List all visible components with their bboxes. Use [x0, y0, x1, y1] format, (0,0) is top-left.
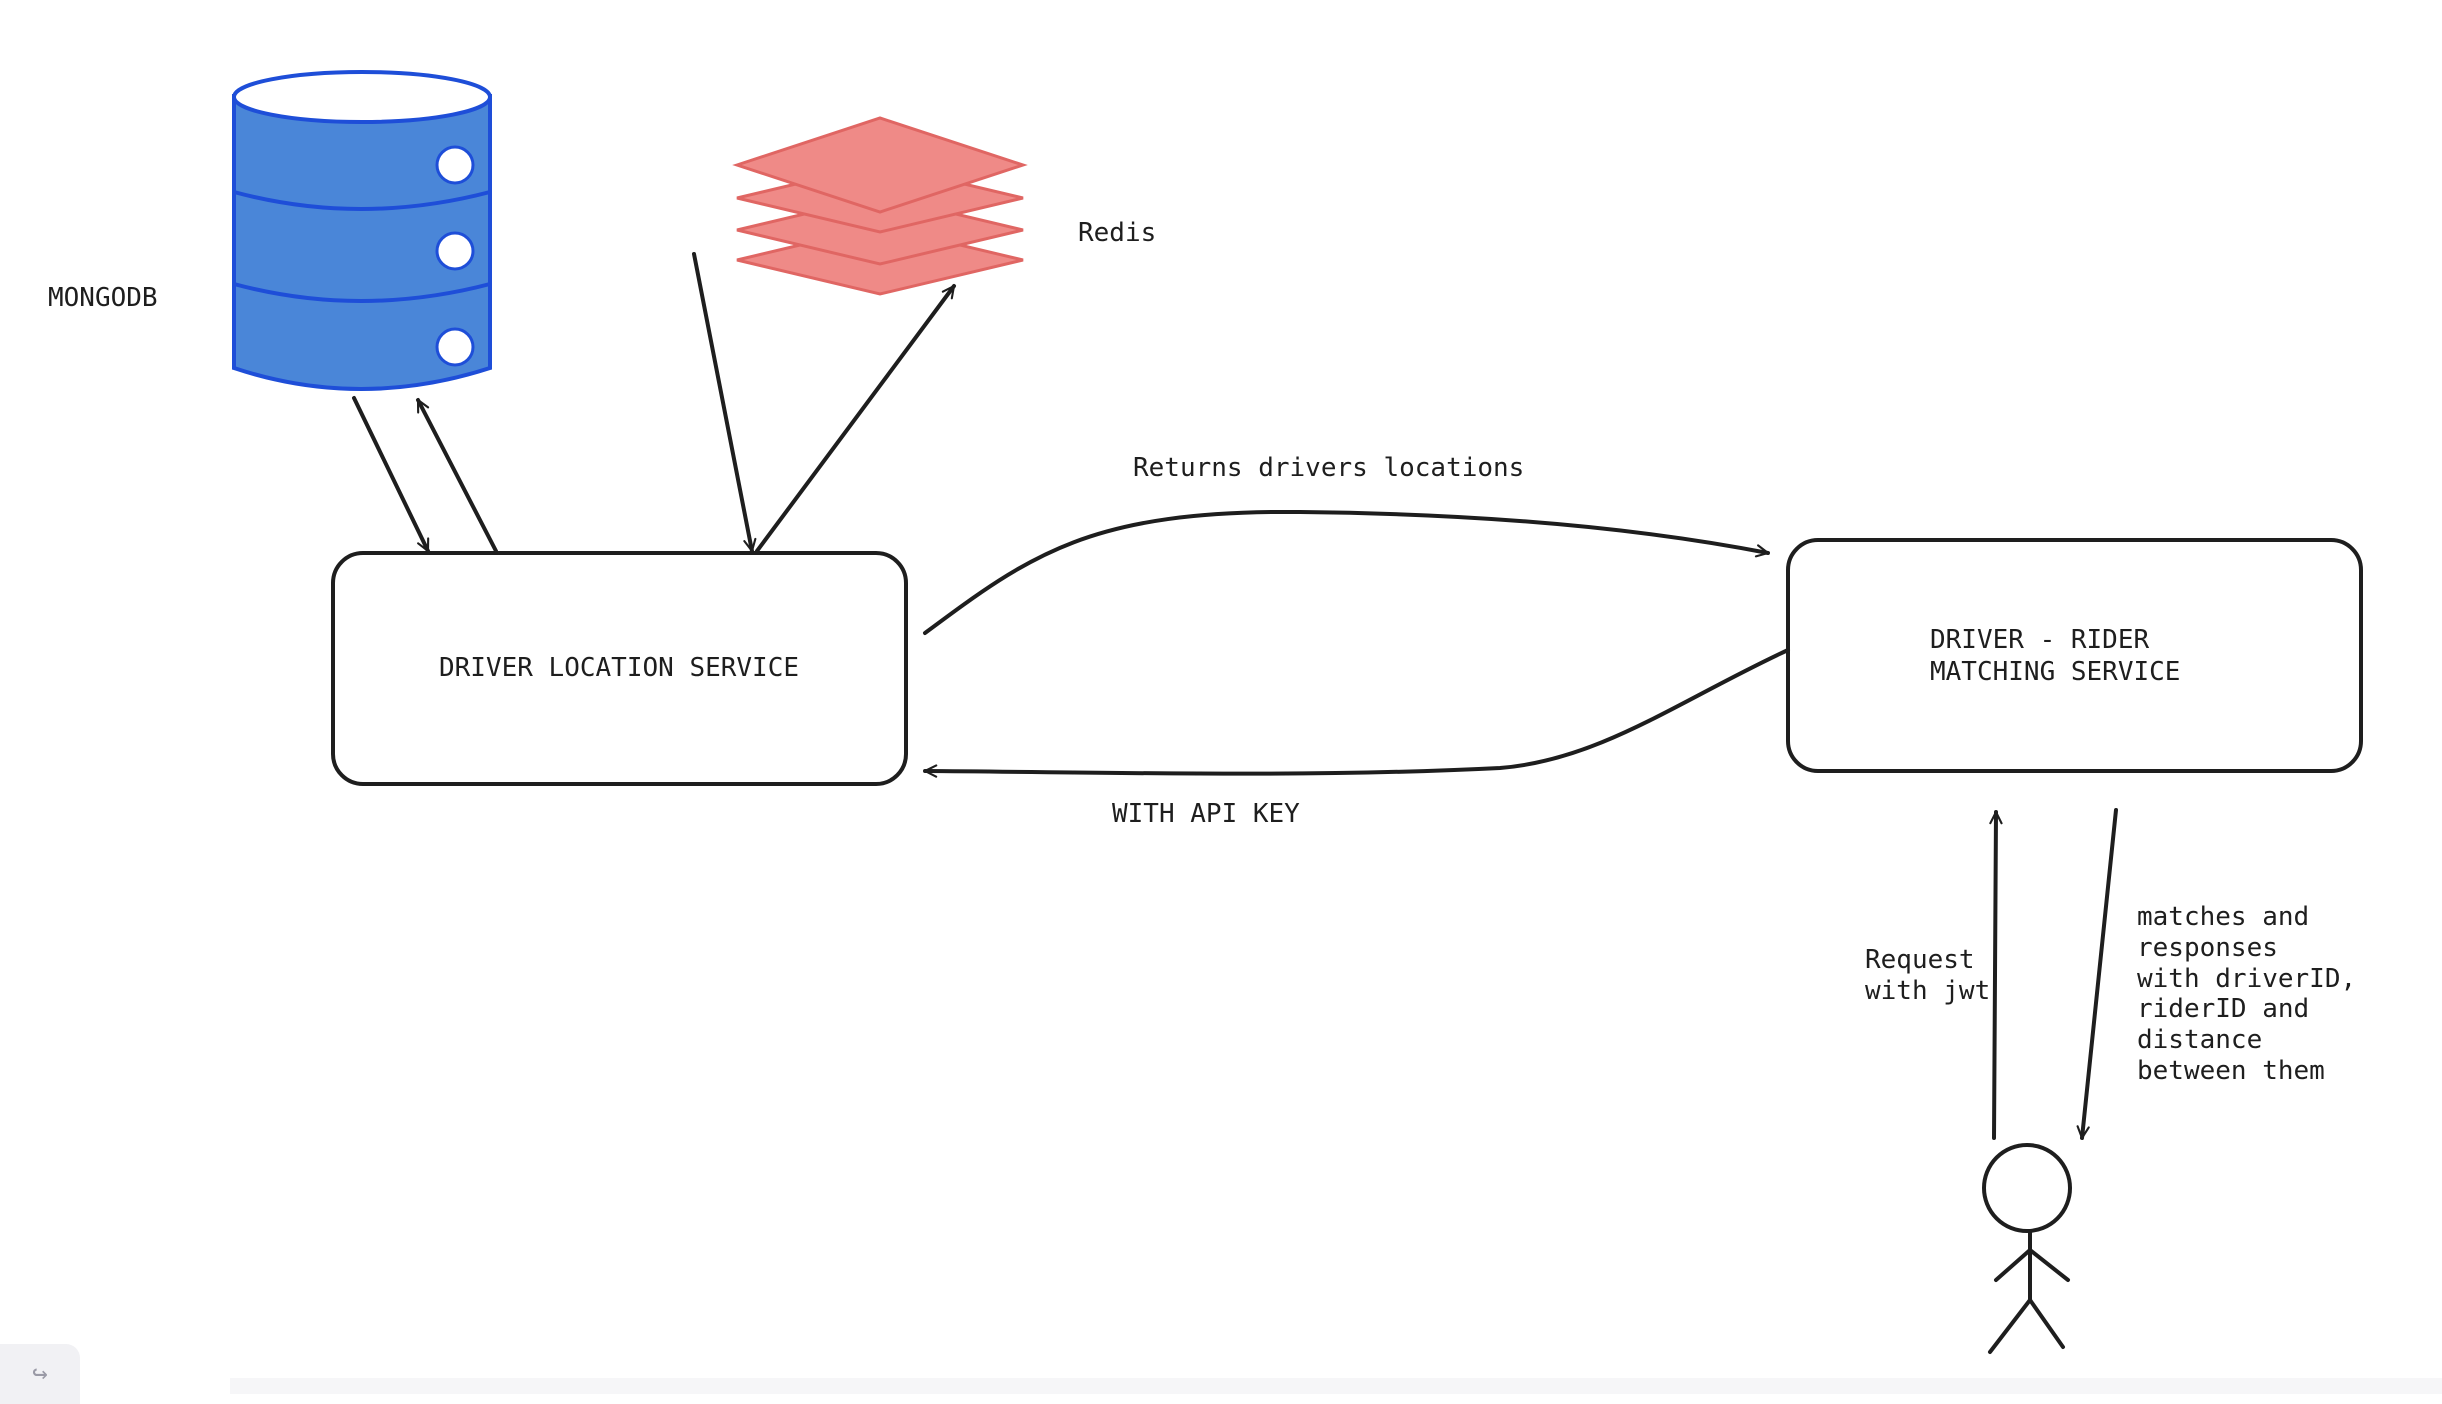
database-icon[interactable] — [232, 70, 492, 391]
service-to-redis-arrow[interactable] — [755, 284, 956, 553]
matching-service-box[interactable]: DRIVER - RIDER MATCHING SERVICE — [1786, 538, 2363, 773]
matches-line: between them — [2137, 1056, 2325, 1086]
stick-figure-icon[interactable] — [1982, 1143, 2072, 1354]
matches-line: with driverID, — [2137, 964, 2356, 994]
matching-service-label-line1: DRIVER - RIDER — [1930, 625, 2149, 655]
redis-label: Redis — [1078, 218, 1156, 248]
api-key-arrow[interactable] — [923, 648, 1790, 778]
request-label-line2: with jwt — [1865, 976, 1990, 1006]
request-label-line1: Request — [1865, 945, 1975, 975]
redo-icon: ↪ — [32, 1359, 48, 1389]
redo-button[interactable]: ↪ — [0, 1344, 80, 1404]
mongodb-label: MONGODB — [48, 283, 158, 313]
request-arrow[interactable] — [1989, 810, 2003, 1140]
matches-line: responses — [2137, 933, 2278, 963]
api-key-label: WITH API KEY — [1112, 799, 1300, 829]
matches-label: matches and responses with driverID, rid… — [2137, 902, 2356, 1086]
service-to-mongodb-arrow[interactable] — [416, 398, 498, 553]
matches-line: distance — [2137, 1025, 2262, 1055]
matching-service-label-line2: MATCHING SERVICE — [1930, 657, 2180, 687]
driver-location-service-label: DRIVER LOCATION SERVICE — [439, 653, 799, 683]
mongodb-to-service-arrow[interactable] — [352, 396, 430, 553]
redis-to-service-arrow[interactable] — [692, 252, 757, 553]
returns-locations-label: Returns drivers locations — [1133, 453, 1524, 483]
driver-location-service-box[interactable]: DRIVER LOCATION SERVICE — [331, 551, 908, 786]
bottom-toolbar-edge — [230, 1378, 2442, 1394]
response-arrow[interactable] — [2076, 808, 2118, 1140]
layers-icon[interactable] — [732, 116, 1028, 296]
matches-line: riderID and — [2137, 994, 2309, 1024]
returns-locations-arrow[interactable] — [923, 509, 1770, 635]
matches-line: matches and — [2137, 902, 2309, 932]
